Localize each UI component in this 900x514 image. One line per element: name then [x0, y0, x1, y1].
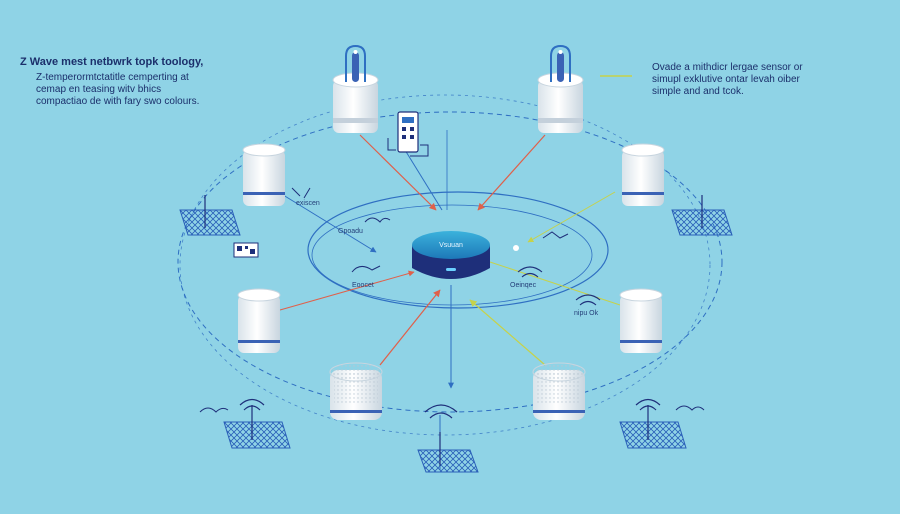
header-left-title: Z Wave mest netbwrk topk toology,: [20, 56, 204, 68]
header-left-line-2: cemap en teasing witv bhics: [36, 84, 162, 95]
wifi-icon: [575, 294, 601, 306]
label-lower-right: nipu Ok: [574, 310, 599, 317]
device-bottom-right: [532, 362, 586, 420]
label-upper-left: exiscen: [296, 200, 320, 207]
device-upper-right: [621, 143, 665, 206]
link-top-left: [359, 134, 437, 211]
plug-icon: [199, 187, 705, 413]
wifi-icon: [424, 404, 458, 419]
header-left-line-1: Z-temperormtctatitle cemperting at: [36, 72, 189, 83]
links: [274, 75, 632, 470]
link-left-low: [279, 270, 415, 311]
inner-ring: [307, 191, 609, 309]
link-bottom-right: [469, 299, 546, 366]
link-right-low: [489, 261, 621, 306]
orbit-rings: [177, 94, 723, 436]
header-right-line-1: Ovade a mithdicr lergae sensor or: [652, 62, 803, 73]
link-left-mid: [274, 189, 377, 253]
link-bottom-left: [379, 289, 441, 366]
link-top-right: [477, 134, 546, 211]
remote-icon: [387, 111, 429, 157]
device-top-right: [537, 44, 584, 133]
label-ring-left-2: Eoocet: [352, 282, 374, 289]
mesh-pad-icon: [671, 195, 733, 236]
device-lower-left: [237, 288, 281, 353]
wifi-icon: [517, 266, 543, 278]
status-dot: [513, 245, 519, 251]
header-right-line-3: simple and and tcok.: [652, 86, 744, 97]
mesh-pad-icon: [179, 195, 241, 236]
mesh-pad-icon: [223, 405, 291, 449]
thermostat-icon: [345, 44, 366, 82]
hub-icon: [412, 231, 490, 279]
thermostat-icon: [550, 44, 571, 82]
mid-ring: [179, 94, 711, 436]
device-top-left: [332, 44, 379, 133]
label-ring-right: Oeinqec: [510, 282, 537, 289]
header-left-line-3: compactiao de with fary swo colours.: [36, 96, 200, 107]
device-bottom-left: [329, 362, 383, 420]
hub-label: Vsuuan: [439, 242, 463, 249]
link-remote: [404, 149, 443, 211]
device-upper-left: [242, 143, 286, 206]
qr-tag-icon: [233, 242, 259, 258]
header-right-line-2: simupl exklutive ontar levah oiber: [652, 74, 800, 85]
mesh-pad-icon: [417, 432, 479, 473]
wifi-icon: [239, 398, 265, 411]
wifi-icon: [635, 398, 661, 411]
link-right-mid: [527, 191, 616, 243]
device-lower-right: [619, 288, 663, 353]
inner-ring-2: [311, 204, 593, 306]
mesh-pad-icon: [619, 405, 687, 449]
outer-ring: [177, 111, 723, 413]
label-ring-left-1: Gpoadu: [338, 228, 363, 235]
